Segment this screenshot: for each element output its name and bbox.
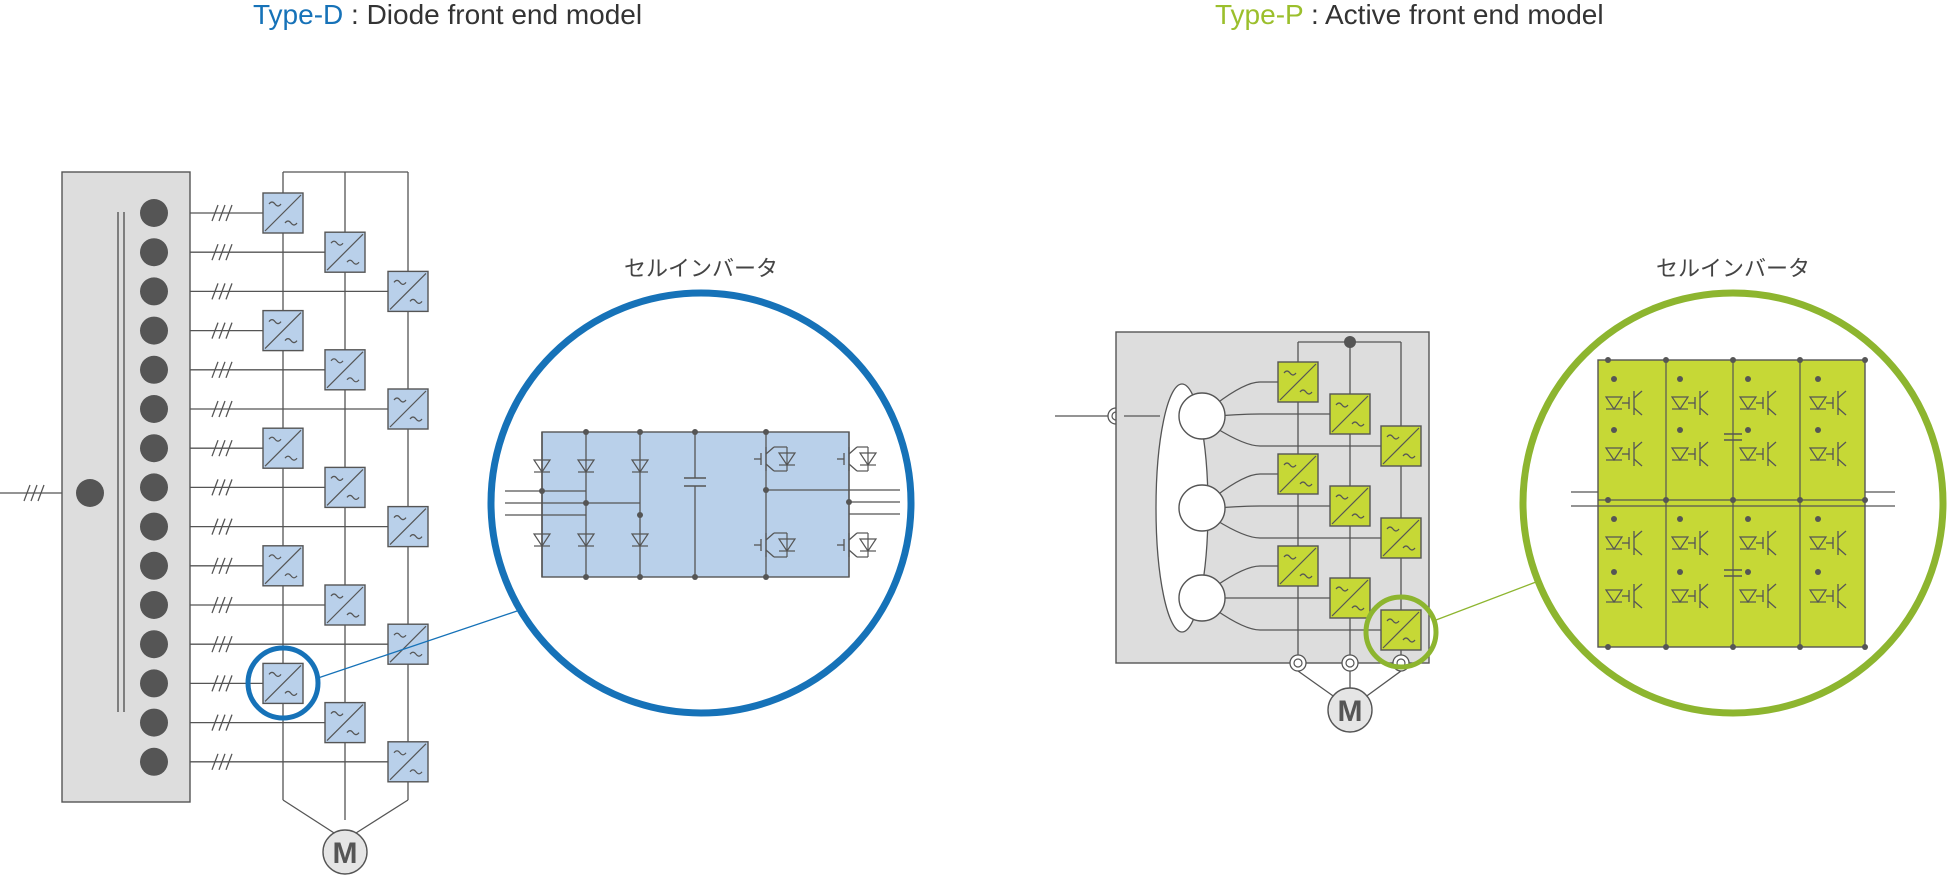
type-p-cell-inverter xyxy=(1329,485,1371,527)
type-d-cell-inverter xyxy=(262,427,304,469)
type-p-cell-inverter xyxy=(1277,545,1319,587)
type-p-title-prefix: Type-P xyxy=(1215,0,1304,30)
type-d-cell-inverter xyxy=(262,662,304,705)
type-d-cell-inverter xyxy=(324,349,366,391)
type-d-zoom-marker xyxy=(245,645,321,721)
type-p-diagram: M セルインバータ xyxy=(1055,257,1947,733)
type-p-cell-inverter xyxy=(1329,577,1371,619)
type-d-cell-inverter xyxy=(262,192,304,234)
type-d-title: Type-D : Diode front end model xyxy=(253,0,642,30)
type-d-cell-inverter xyxy=(324,231,366,273)
type-d-zoom-label: セルインバータ xyxy=(624,257,778,282)
type-p-cell-inverter-detail xyxy=(1571,357,1895,650)
type-d-cell-inverter xyxy=(387,741,429,783)
type-d-title-suffix: : Diode front end model xyxy=(343,0,643,30)
type-d-cell-inverter xyxy=(262,545,304,587)
type-p-title: Type-P : Active front end model xyxy=(1215,0,1604,30)
type-d-motor-icon xyxy=(322,829,368,875)
type-p-title-suffix: : Active front end model xyxy=(1303,0,1604,30)
type-p-cell-inverter xyxy=(1277,361,1319,403)
type-d-cell-inverter xyxy=(262,309,304,352)
type-d-motor-label: M xyxy=(333,837,358,870)
type-d-cell-inverter xyxy=(324,466,366,509)
type-d-diagram: M セルインバータ xyxy=(0,171,915,875)
type-p-zoom-marker xyxy=(1363,594,1439,670)
type-d-cell-inverter xyxy=(387,388,429,430)
type-p-cell-inverter xyxy=(1329,393,1371,435)
type-p-cell-inverter xyxy=(1380,517,1422,559)
type-p-cell-inverter xyxy=(1380,425,1422,467)
type-d-cell-inverter xyxy=(387,505,429,548)
type-p-cell-inverter xyxy=(1277,453,1319,495)
type-d-cell-inverter-detail xyxy=(505,429,900,580)
type-d-cell-inverter xyxy=(387,270,429,313)
type-d-cell-inverter xyxy=(324,584,366,626)
type-p-zoom-label: セルインバータ xyxy=(1656,257,1810,282)
type-d-cell-inverter xyxy=(387,623,429,665)
type-d-title-prefix: Type-D xyxy=(253,0,344,30)
type-d-cell-inverter xyxy=(324,701,366,744)
type-p-motor-label: M xyxy=(1338,695,1363,728)
type-p-cell-inverter xyxy=(1380,609,1422,651)
type-p-motor-icon xyxy=(1327,687,1373,733)
